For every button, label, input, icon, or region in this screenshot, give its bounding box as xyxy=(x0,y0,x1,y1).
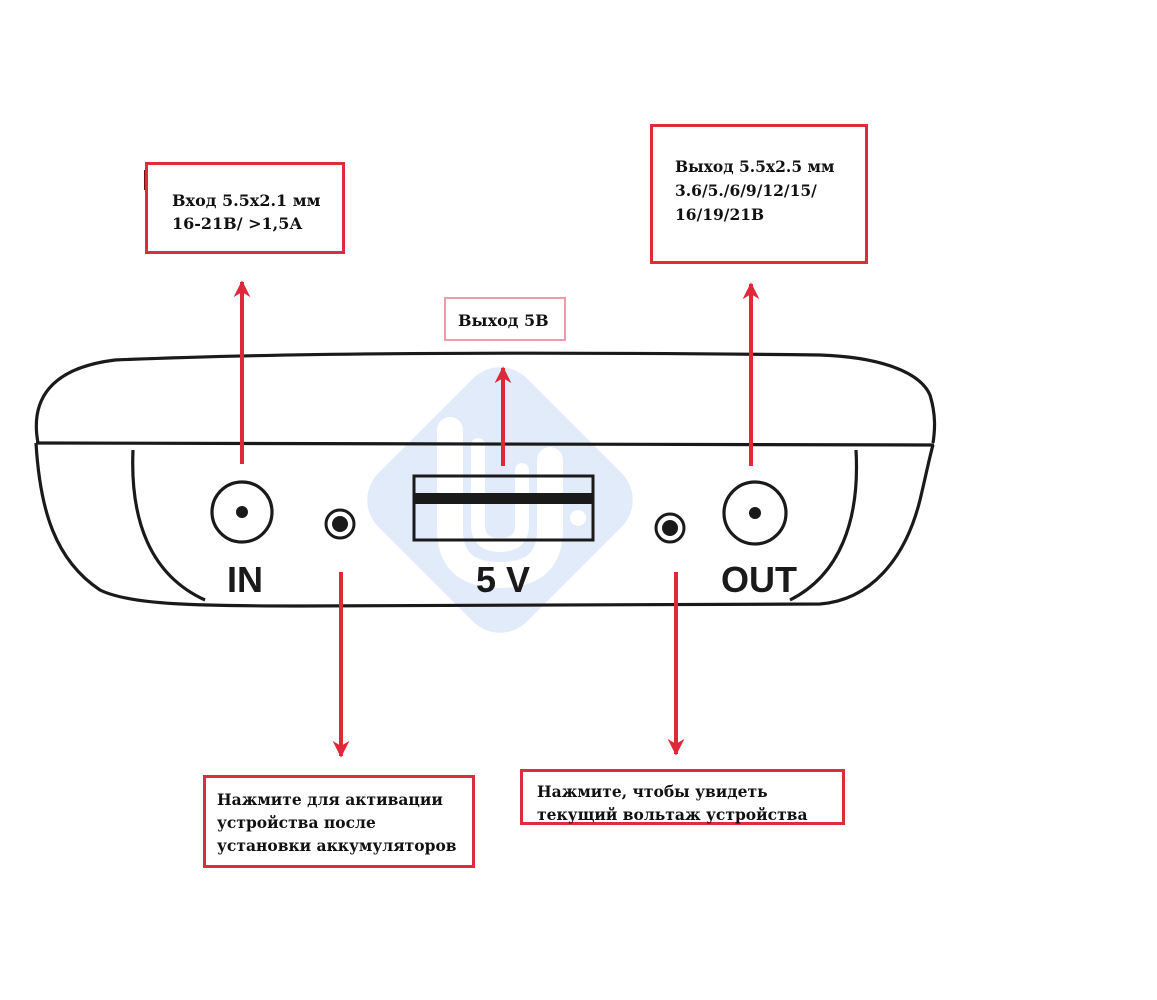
activate-callout-line: установки аккумуляторов xyxy=(217,836,457,855)
out-port-label: OUT xyxy=(721,559,797,600)
in-port xyxy=(210,480,274,544)
usb-port-label: 5 V xyxy=(476,559,530,600)
input-callout-line: 16-21В/ >1,5А xyxy=(172,214,303,233)
dc-output-callout-line: Выход 5.5x2.5 мм xyxy=(675,157,835,176)
voltage-button xyxy=(654,512,686,544)
voltage-callout: Нажмите, чтобы увидеть текущий вольтаж у… xyxy=(520,769,845,825)
dc-output-callout-line: 3.6/5./6/9/12/15/ xyxy=(675,181,817,200)
voltage-callout-line: Нажмите, чтобы увидеть xyxy=(537,782,768,801)
in-port-label: IN xyxy=(227,559,263,600)
input-callout-line: Вход 5.5x2.1 мм xyxy=(172,191,321,210)
device-body xyxy=(34,351,937,608)
usb-output-callout-line: Выход 5В xyxy=(458,311,549,330)
activate-callout: Нажмите для активации устройства после у… xyxy=(203,775,475,868)
input-callout: Вход 5.5x2.1 мм 16-21В/ >1,5А xyxy=(145,162,345,254)
usb-port xyxy=(412,474,595,542)
activate-callout-line: Нажмите для активации xyxy=(217,790,443,809)
dc-output-callout-line: 16/19/21В xyxy=(675,205,765,224)
usb-output-callout: Выход 5В xyxy=(444,297,566,341)
dc-output-callout: Выход 5.5x2.5 мм 3.6/5./6/9/12/15/ 16/19… xyxy=(650,124,868,264)
activate-callout-line: устройства после xyxy=(217,813,376,832)
out-port xyxy=(722,480,788,546)
activate-button xyxy=(324,508,356,540)
voltage-callout-line: текущий вольтаж устройства xyxy=(537,805,808,824)
